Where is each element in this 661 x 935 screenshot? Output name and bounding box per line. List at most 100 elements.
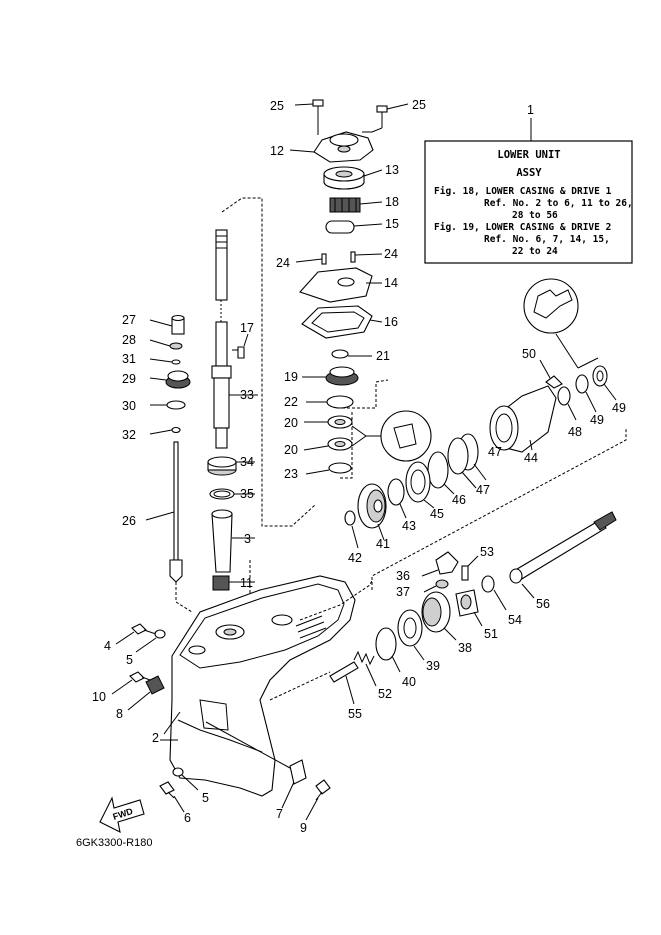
callout-43: 43 <box>402 519 416 533</box>
callout-18: 18 <box>385 195 399 209</box>
clip-32 <box>149 426 181 435</box>
oring-46 <box>427 451 455 495</box>
info-title-2: ASSY <box>516 167 542 179</box>
washer-49-a <box>575 374 597 413</box>
callout-32: 32 <box>122 428 136 442</box>
prop-shaft-housing-group <box>302 278 627 590</box>
shim-40 <box>375 627 401 673</box>
shift-plunger-55 <box>329 661 359 705</box>
callout-44: 44 <box>524 451 538 465</box>
nut-28 <box>149 339 183 350</box>
inset-view-upper <box>523 278 599 369</box>
prop-shaft-group <box>329 511 617 705</box>
bolt-10 <box>111 671 151 695</box>
callout-25: 25 <box>270 99 284 113</box>
dowel-pins-24 <box>295 251 383 265</box>
callout-46: 46 <box>452 493 466 507</box>
washer-49-b <box>592 365 617 401</box>
callout-54: 54 <box>508 613 522 627</box>
needle-bearing-11 <box>212 575 255 591</box>
callout-34: 34 <box>240 455 254 469</box>
washer-5-top <box>135 629 166 653</box>
info-line-1: Fig. 18, LOWER CASING & DRIVE 1 <box>434 186 612 197</box>
callout-36: 36 <box>396 569 410 583</box>
shift-rod-group <box>145 314 193 613</box>
washer-42 <box>344 510 359 549</box>
bolt-25-right <box>362 103 409 133</box>
bolt-6 <box>159 781 185 813</box>
housing-19 <box>302 366 359 386</box>
callout-55: 55 <box>348 707 362 721</box>
shift-rod-boot-29 <box>149 370 191 389</box>
water-pump-group <box>289 99 409 339</box>
callout-38: 38 <box>458 641 472 655</box>
prop-shaft-56 <box>509 511 617 599</box>
oring-30 <box>150 400 186 410</box>
callout-45: 45 <box>430 507 444 521</box>
callout-14: 14 <box>384 276 398 290</box>
callout-37: 37 <box>396 585 410 599</box>
clutch-51 <box>455 589 483 627</box>
seal-20-a <box>304 415 353 429</box>
impeller-18 <box>329 197 383 213</box>
washer-54 <box>481 575 507 611</box>
callout-11: 11 <box>240 576 253 590</box>
callout-labels: 25 25 12 13 18 15 24 24 14 16 21 19 22 2… <box>92 98 626 835</box>
callout-21: 21 <box>376 349 390 363</box>
callout-17: 17 <box>240 321 254 335</box>
info-line-6: 22 to 24 <box>512 246 558 257</box>
cartridge-13 <box>323 166 383 190</box>
info-line-4: Fig. 19, LOWER CASING & DRIVE 2 <box>434 222 611 233</box>
sleeve-3 <box>211 509 255 573</box>
callout-30: 30 <box>122 399 136 413</box>
callout-5: 5 <box>126 653 133 667</box>
callout-29: 29 <box>122 372 136 386</box>
nut-37 <box>423 579 449 593</box>
callout-5: 5 <box>202 791 209 805</box>
callout-8: 8 <box>116 707 123 721</box>
callout-41: 41 <box>376 537 390 551</box>
callout-47: 47 <box>476 483 490 497</box>
gasket-16 <box>301 305 383 339</box>
callout-50: 50 <box>522 347 536 361</box>
oring-31 <box>149 358 181 365</box>
callout-1: 1 <box>527 103 534 117</box>
info-line-3: 28 to 56 <box>512 210 558 221</box>
callout-53: 53 <box>480 545 494 559</box>
bearing-34 <box>207 456 255 476</box>
seal-20-b <box>303 437 353 451</box>
pinion-36 <box>421 551 459 577</box>
shim-43 <box>387 478 407 519</box>
callout-28: 28 <box>122 333 136 347</box>
callout-22: 22 <box>284 395 298 409</box>
info-box: 1 LOWER UNIT ASSY Fig. 18, LOWER CASING … <box>424 103 633 264</box>
bolt-9 <box>305 779 331 821</box>
gear-41 <box>357 483 387 541</box>
washer-5-bottom <box>172 767 199 791</box>
callout-33: 33 <box>240 388 254 402</box>
callout-24: 24 <box>276 256 290 270</box>
drive-shaft-group <box>207 197 317 591</box>
drive-shaft-33 <box>211 229 258 449</box>
callout-9: 9 <box>300 821 307 835</box>
callout-35: 35 <box>240 487 254 501</box>
bushing-27 <box>149 314 185 335</box>
callout-24: 24 <box>384 247 398 261</box>
bolt-4 <box>115 623 157 645</box>
callout-20: 20 <box>284 416 298 430</box>
info-line-2: Ref. No. 2 to 6, 11 to 26, <box>484 198 633 209</box>
callout-4: 4 <box>104 639 111 653</box>
housing-44 <box>489 385 557 453</box>
callout-26: 26 <box>122 514 136 528</box>
callout-31: 31 <box>122 352 136 366</box>
outer-plate-14 <box>299 267 382 303</box>
key-17 <box>232 333 249 359</box>
spring-52 <box>353 650 377 687</box>
callout-7: 7 <box>276 807 283 821</box>
callout-16: 16 <box>384 315 398 329</box>
inset-view-mid <box>351 410 432 462</box>
casing-fasteners <box>111 623 331 821</box>
callout-13: 13 <box>385 163 399 177</box>
